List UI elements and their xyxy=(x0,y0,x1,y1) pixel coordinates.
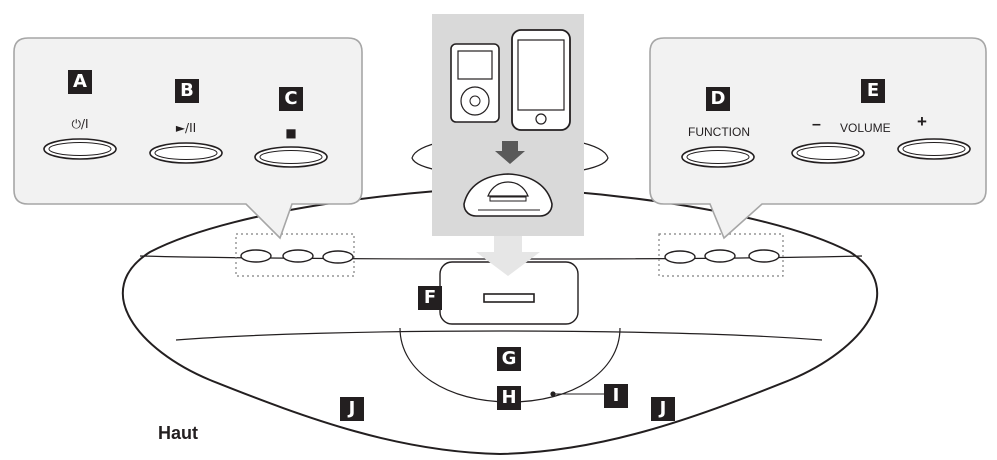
ipod-screen xyxy=(457,50,493,80)
volume-plus-caption: + xyxy=(917,112,927,131)
label-h: H xyxy=(497,386,521,410)
play-pause-button-inner xyxy=(154,146,218,160)
label-d: D xyxy=(706,87,730,111)
label-f: F xyxy=(418,286,442,310)
right-callout xyxy=(649,37,987,240)
label-j-left: J xyxy=(340,397,364,421)
volume-minus-caption: – xyxy=(812,116,821,133)
label-a: A xyxy=(68,70,92,94)
volume-caption: VOLUME xyxy=(840,121,891,135)
power-button-inner xyxy=(48,142,112,156)
device-button xyxy=(240,249,272,263)
device-button xyxy=(322,250,354,264)
dock-slot xyxy=(483,293,535,303)
ipod-center-button xyxy=(469,95,481,107)
label-g: G xyxy=(497,347,521,371)
power-symbol: ⏻/I xyxy=(71,117,89,131)
stop-symbol: ■ xyxy=(285,126,297,140)
label-i: I xyxy=(604,384,628,408)
stop-button-inner xyxy=(259,150,323,164)
dock-adapter-slot xyxy=(489,196,527,202)
play-pause-symbol: ►/II xyxy=(175,121,197,135)
label-b: B xyxy=(175,79,199,103)
label-j-right: J xyxy=(651,397,675,421)
device-button xyxy=(704,249,736,263)
device-button xyxy=(664,250,696,264)
device-button xyxy=(282,249,314,263)
label-c: C xyxy=(279,87,303,111)
volume-down-button-inner xyxy=(796,146,860,160)
volume-up-button-inner xyxy=(902,142,966,156)
lower-contour xyxy=(175,330,823,341)
right-buttons-dotted-box xyxy=(658,233,784,277)
device-button xyxy=(748,249,780,263)
insert-arrow xyxy=(495,141,525,164)
iphone-screen xyxy=(517,39,565,111)
iphone-home-button xyxy=(535,113,547,125)
left-callout xyxy=(13,37,363,240)
dock-adapter-inner xyxy=(487,181,529,197)
big-insert-arrow xyxy=(476,236,540,276)
function-button-inner xyxy=(686,150,750,164)
top-view-label: Haut xyxy=(158,423,198,443)
function-caption: FUNCTION xyxy=(688,125,750,139)
label-e: E xyxy=(861,79,885,103)
